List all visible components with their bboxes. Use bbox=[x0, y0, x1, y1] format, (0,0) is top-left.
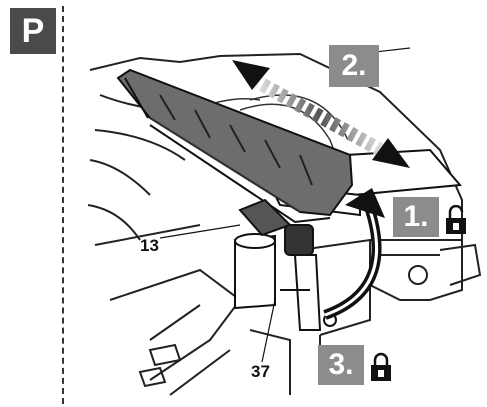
locked-padlock-icon bbox=[369, 352, 393, 387]
leader-lines bbox=[159, 47, 411, 363]
section-label-badge: P bbox=[10, 8, 56, 54]
unlocked-padlock-icon bbox=[444, 204, 468, 240]
lever-assembly bbox=[234, 198, 337, 331]
callout-37: 37 bbox=[251, 362, 270, 381]
foot-detail bbox=[138, 343, 182, 388]
double-arrow-slide-icon bbox=[232, 60, 410, 168]
step-2-label: 2. bbox=[329, 45, 379, 87]
flap-cover bbox=[116, 68, 354, 224]
step-1-label: 1. bbox=[393, 197, 439, 237]
step-3-label: 3. bbox=[318, 345, 364, 385]
separator-dashed-line bbox=[62, 6, 64, 404]
curved-arrow-icon bbox=[323, 188, 385, 320]
callout-13: 13 bbox=[140, 236, 159, 255]
